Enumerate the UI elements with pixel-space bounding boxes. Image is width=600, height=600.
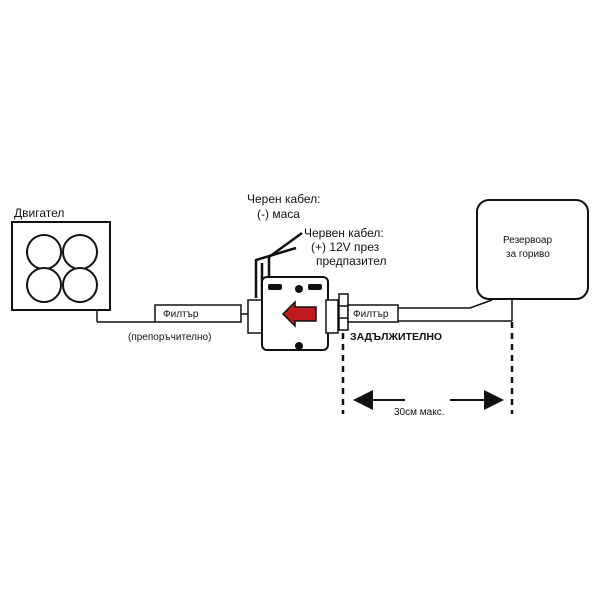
filter-right-label: Филтър [353,309,389,320]
fuel-line-engine [96,310,155,323]
filter-left: Филтър (препоръчително) [128,304,242,343]
filter-left-label: Филтър [163,309,199,320]
power-wire: Червен кабел: (+) 12V през предпазител [254,226,386,298]
ground-wire-label-1: Черен кабел: [247,192,321,206]
fuel-tank-label-1: Резервоар [503,235,552,246]
power-wire-label-3: предпазител [316,254,386,268]
power-wire-label-2: (+) 12V през [311,240,380,254]
fitting-nut [338,293,349,331]
filter-right: Филтър ЗАДЪЛЖИТЕЛНО [338,293,442,343]
engine-cylinder-icon [62,267,98,303]
flow-direction-arrow-icon [281,300,317,328]
engine-cylinder-icon [26,267,62,303]
distance-label: 30см макс. [394,407,444,418]
engine-cylinder-icon [62,234,98,270]
engine-label: Двигател [14,206,64,220]
pump-bolt-icon [295,342,303,350]
filter-right-box [347,304,399,323]
filter-right-note: ЗАДЪЛЖИТЕЛНО [350,331,442,343]
fuel-tank-box [476,199,589,300]
pump-mount-tab [308,284,322,290]
distance-marker: 30см макс. [341,322,514,418]
engine-box [11,221,111,311]
fuel-pump [247,276,339,351]
pump-bolt-icon [295,285,303,293]
pump-mount-tab [268,284,282,290]
fuel-tank: Резервоар за гориво [476,199,589,300]
engine-cylinder-icon [26,234,62,270]
engine: Двигател [11,206,111,311]
pump-outlet-cap [325,299,339,334]
fuel-line-tank [398,298,513,322]
ground-wire-label-2: (-) маса [257,207,300,221]
fuel-tank-label-2: за гориво [506,249,550,260]
filter-left-note: (препоръчително) [128,332,211,343]
power-wire-label-1: Червен кабел: [304,226,384,240]
